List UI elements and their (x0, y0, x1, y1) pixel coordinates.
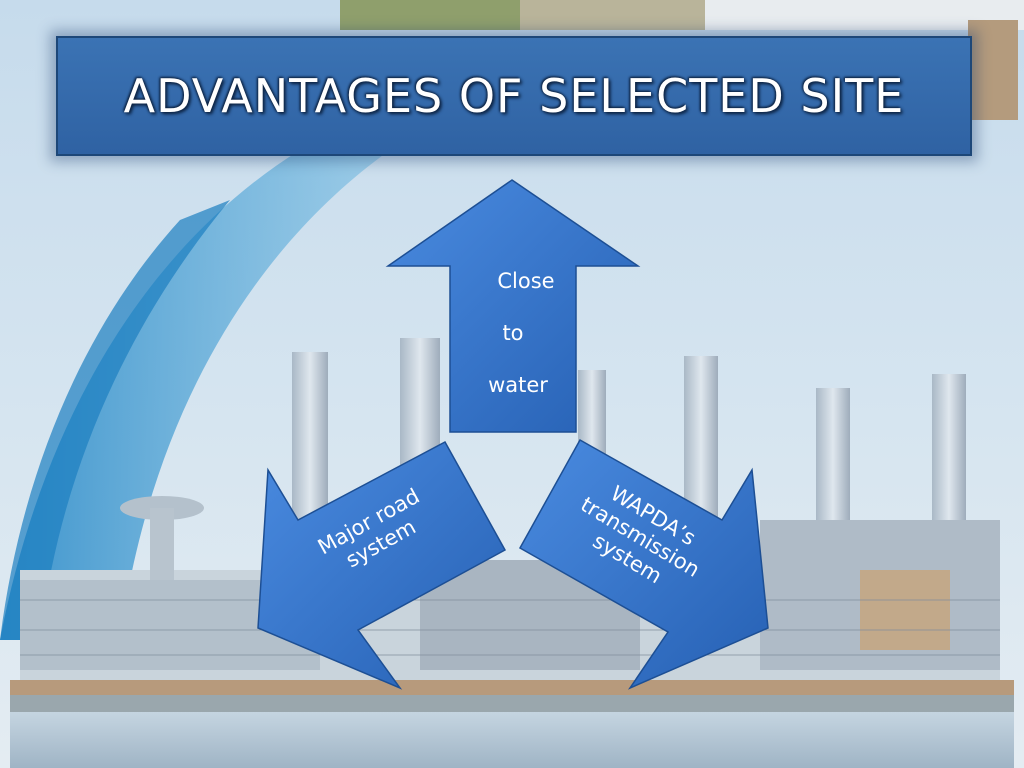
slide-title: ADVANTAGES OF SELECTED SITE (123, 69, 905, 123)
up-label-line-2: to (502, 321, 524, 345)
up-arrow-label: Close to water (470, 268, 566, 402)
title-banner: ADVANTAGES OF SELECTED SITE (56, 36, 972, 156)
down-right-arrow (518, 438, 769, 690)
up-label-line-3: water (488, 373, 548, 397)
up-arrow (385, 179, 641, 433)
up-label-line-1: Close (497, 269, 555, 293)
down-left-arrow (257, 440, 507, 690)
